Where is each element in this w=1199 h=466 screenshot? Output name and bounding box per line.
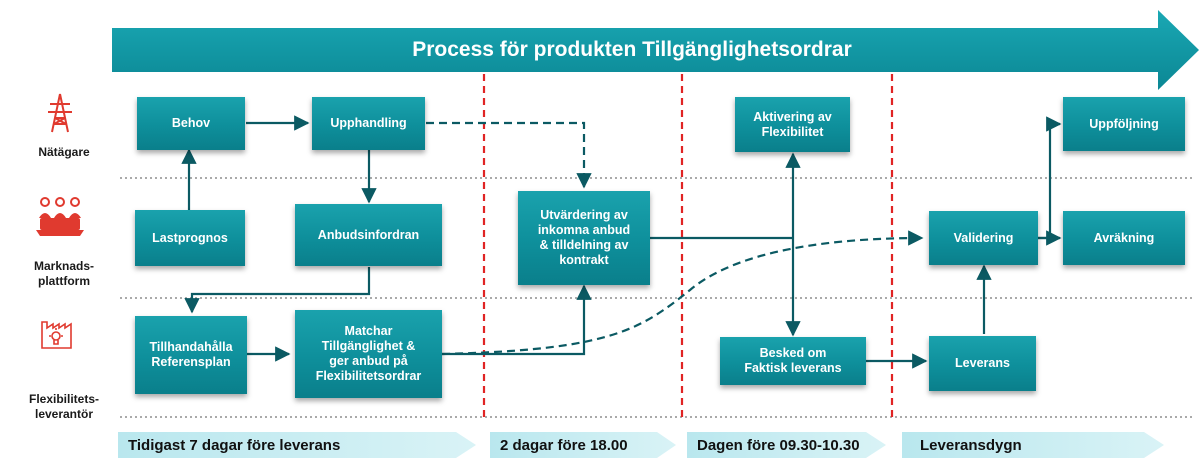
box-behov: Behov <box>137 97 245 150</box>
box-uppfoljning: Uppföljning <box>1063 97 1185 151</box>
power-tower-icon <box>48 93 72 133</box>
factory-bulb-icon <box>41 321 72 349</box>
lane-label-marknadsplattform: Marknads- plattform <box>14 244 114 289</box>
box-referensplan: Tillhandahålla Referensplan <box>135 316 247 394</box>
phase-label-3: Dagen före 09.30-10.30 <box>697 436 860 454</box>
phase-label-2: 2 dagar före 18.00 <box>500 436 628 454</box>
people-meeting-icon <box>36 197 84 236</box>
phase-label-1: Tidigast 7 dagar före leverans <box>128 436 341 454</box>
box-lastprognos: Lastprognos <box>135 210 245 266</box>
lane-label-text: Nätägare <box>38 145 90 159</box>
box-aktivering: Aktivering av Flexibilitet <box>735 97 850 152</box>
title-banner <box>112 10 1199 90</box>
box-utvardering: Utvärdering av inkomna anbud & tilldelni… <box>518 191 650 285</box>
box-avrakning: Avräkning <box>1063 211 1185 265</box>
lane-label-text: Flexibilitets- leverantör <box>28 392 99 421</box>
phase-label-4: Leveransdygn <box>920 436 1022 454</box>
box-upphandling: Upphandling <box>312 97 425 150</box>
phase-arrows <box>118 432 1164 458</box>
box-matchar: Matchar Tillgänglighet & ger anbud på Fl… <box>295 310 442 398</box>
lane-label-flexibilitetsleverantor: Flexibilitets- leverantör <box>14 377 114 422</box>
arrow-matchar-validering <box>441 230 924 356</box>
phase-dividers <box>482 74 894 420</box>
arrow-anbudsinfordran-referensplan <box>184 267 371 314</box>
box-validering: Validering <box>929 211 1038 265</box>
lane-separators <box>120 177 1195 418</box>
lane-label-text: Marknads- plattform <box>33 259 95 288</box>
box-leverans: Leverans <box>929 336 1036 391</box>
page-title: Process för produkten Tillgänglighetsord… <box>412 38 852 61</box>
arrow-validering-uppfoljning <box>1038 116 1062 240</box>
lane-label-natagare: Nätägare <box>14 145 114 160</box>
box-besked: Besked om Faktisk leverans <box>720 337 866 385</box>
arrow-matchar-utvardering <box>442 284 592 356</box>
box-anbudsinfordran: Anbudsinfordran <box>295 204 442 266</box>
arrow-upphandling-utvardering <box>426 121 592 189</box>
